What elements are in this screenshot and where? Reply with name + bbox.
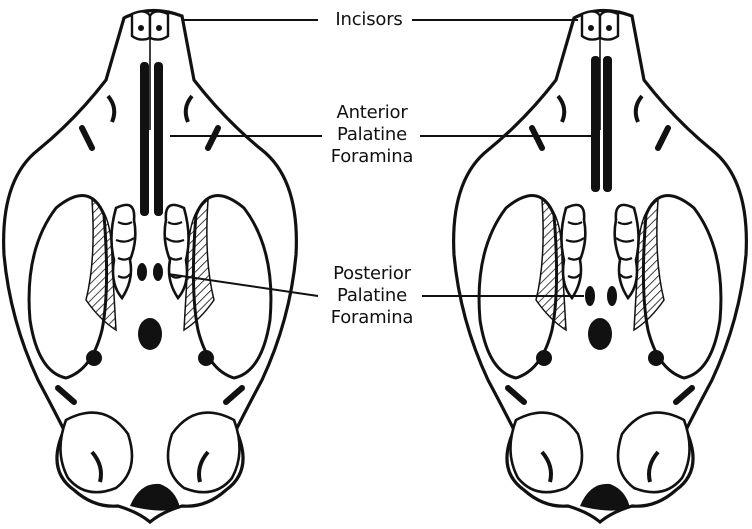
label-posterior-line2: Palatine: [322, 285, 422, 307]
label-anterior-line2: Palatine: [324, 124, 420, 146]
label-posterior-line3: Foramina: [322, 307, 422, 329]
right-skull: [454, 10, 747, 522]
label-anterior-palatine-foramina: Anterior Palatine Foramina: [324, 102, 420, 168]
label-anterior-line3: Foramina: [324, 146, 420, 168]
label-posterior-palatine-foramina: Posterior Palatine Foramina: [322, 263, 422, 329]
label-anterior-line1: Anterior: [324, 102, 420, 124]
left-skull: [4, 10, 297, 522]
label-incisors: Incisors: [326, 9, 412, 31]
label-posterior-line1: Posterior: [322, 263, 422, 285]
